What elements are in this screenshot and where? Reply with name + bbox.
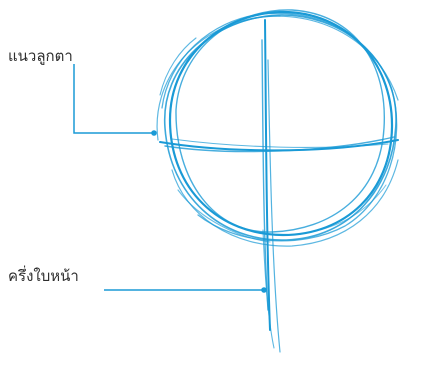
sketch-stroke (165, 137, 394, 152)
sketch-stroke (157, 16, 398, 140)
eye-line-leader-dot (151, 130, 157, 136)
sketch-stroke (320, 185, 386, 230)
eye-line-sketch (160, 137, 398, 152)
sketch-stroke (176, 10, 384, 232)
face-midline-label: ครึ่งใบหน้า (8, 264, 79, 288)
eye-line-leader (74, 64, 153, 133)
midline-sketch (262, 20, 280, 352)
head-circle-sketch (157, 10, 398, 246)
eye-line-label: แนวลูกตา (8, 44, 73, 68)
face-midline-leader-dot (261, 287, 267, 293)
leader-lines (74, 64, 267, 293)
sketch-stroke (172, 139, 388, 147)
sketch-stroke (165, 15, 396, 240)
